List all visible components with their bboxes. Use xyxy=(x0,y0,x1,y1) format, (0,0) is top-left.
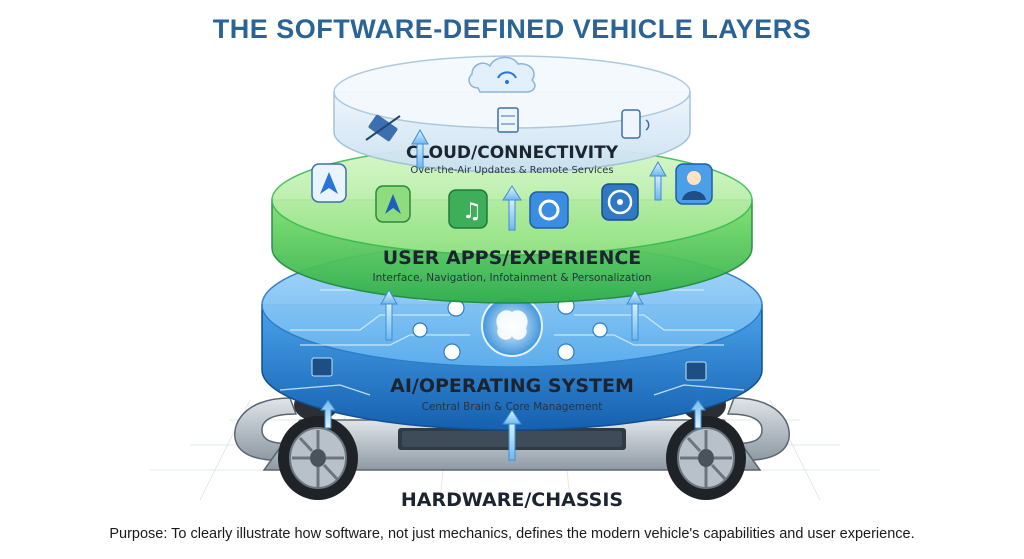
apps-layer-name: USER APPS/EXPERIENCE xyxy=(383,247,642,269)
hardware-layer-name: HARDWARE/CHASSIS xyxy=(401,489,623,511)
settings-app-icon xyxy=(529,191,569,229)
os-layer-description: Central Brain & Core Management xyxy=(422,401,603,413)
node-icon xyxy=(412,322,428,338)
cloud-icon xyxy=(557,343,575,361)
brain-icon xyxy=(496,310,528,340)
svg-text:♫: ♫ xyxy=(462,199,482,224)
upward-arrows xyxy=(320,128,706,461)
user-profile-app-icon xyxy=(675,163,713,205)
wheel-left xyxy=(278,416,358,500)
server-icon xyxy=(497,107,519,133)
node-icon xyxy=(592,322,608,338)
satellite-icon xyxy=(365,114,401,142)
music-app-icon: ♫ xyxy=(448,189,488,229)
cloud-layer-description: Over-the-Air Updates & Remote Services xyxy=(410,165,613,176)
signal-icon xyxy=(443,343,461,361)
layer-cloud: CLOUD/CONNECTIVITY Over-the-Air Updates … xyxy=(333,55,691,176)
steering-wheel-app-icon xyxy=(601,183,639,221)
cloud-icon xyxy=(468,56,536,93)
purpose-caption: Purpose: To clearly illustrate how softw… xyxy=(109,526,915,542)
smartphone-icon xyxy=(621,109,650,139)
map-app-icon xyxy=(375,185,411,223)
apps-layer-description: Interface, Navigation, Infotainment & Pe… xyxy=(373,272,652,284)
wheel-right xyxy=(666,416,746,500)
navigation-app-icon xyxy=(311,163,347,203)
cloud-layer-name: CLOUD/CONNECTIVITY xyxy=(406,143,619,163)
page-title: THE SOFTWARE-DEFINED VEHICLE LAYERS xyxy=(212,14,812,44)
os-layer-name: AI/OPERATING SYSTEM xyxy=(390,375,634,397)
